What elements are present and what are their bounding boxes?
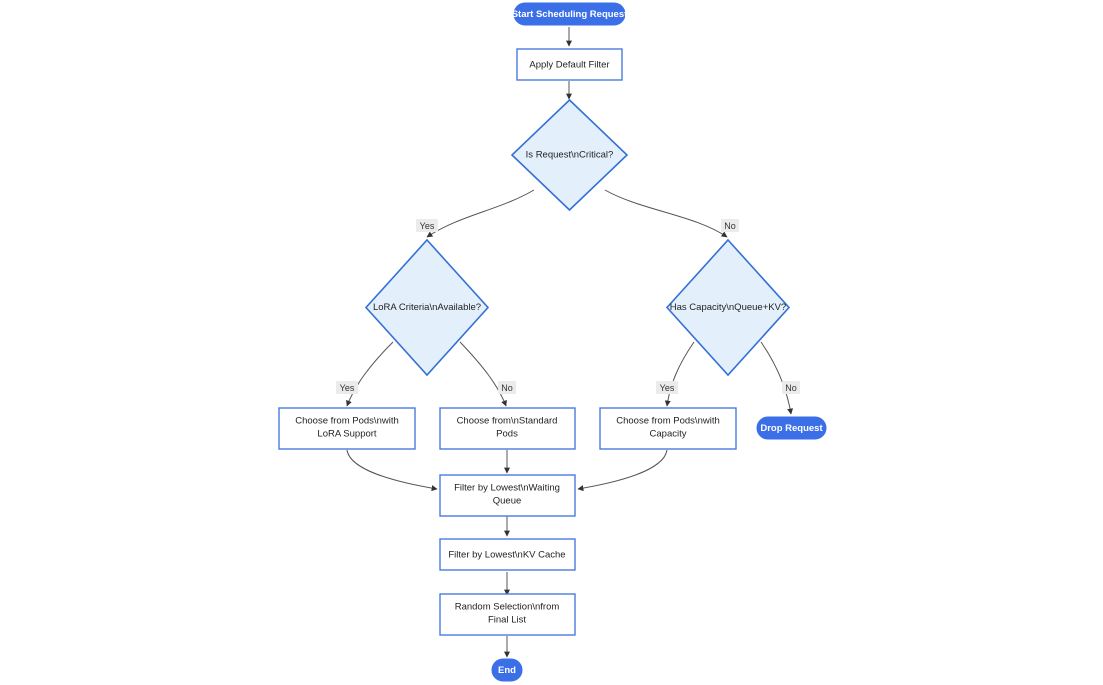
node-choose-capacity-pods-label-line1: Choose from Pods\nwith bbox=[616, 416, 720, 427]
node-filter-waiting-queue-label-line1: Filter by Lowest\nWaiting bbox=[454, 483, 560, 494]
node-random-selection-shape[interactable] bbox=[439, 593, 576, 636]
node-choose-lora-pods-label-line2: LoRA Support bbox=[317, 429, 377, 440]
node-filter-waiting-queue-shape[interactable] bbox=[439, 474, 576, 517]
node-start-shape[interactable] bbox=[513, 2, 626, 26]
node-random-selection[interactable]: Random Selection\nfrom Final List bbox=[439, 593, 576, 636]
edge-label-lora-no: No bbox=[498, 381, 516, 394]
node-drop-request-shape[interactable] bbox=[756, 416, 827, 440]
node-choose-lora-pods-shape[interactable] bbox=[278, 407, 416, 450]
node-apply-default-filter[interactable]: Apply Default Filter bbox=[516, 48, 623, 81]
edge-is-critical-no-to-capacity bbox=[604, 189, 728, 238]
edge-label-capacity-no-text: No bbox=[785, 383, 797, 393]
node-filter-kv-cache[interactable]: Filter by Lowest\nKV Cache bbox=[439, 538, 576, 571]
node-choose-capacity-pods-label-line2: Capacity bbox=[650, 429, 687, 440]
node-choose-standard-pods[interactable]: Choose from\nStandard Pods bbox=[439, 407, 576, 450]
edge-label-critical-no-text: No bbox=[724, 221, 736, 231]
node-apply-default-filter-label: Apply Default Filter bbox=[529, 60, 609, 71]
node-start-label: Start Scheduling Request bbox=[512, 9, 628, 20]
node-drop-request-label: Drop Request bbox=[760, 423, 823, 434]
edge-label-lora-yes: Yes bbox=[336, 381, 358, 394]
node-choose-lora-pods-label-line1: Choose from Pods\nwith bbox=[295, 416, 399, 427]
node-is-request-critical-shape[interactable] bbox=[510, 98, 629, 212]
node-has-capacity[interactable]: Has Capacity\nQueue+KV? bbox=[665, 238, 791, 377]
node-has-capacity-label: Has Capacity\nQueue+KV? bbox=[670, 302, 786, 313]
node-choose-lora-pods[interactable]: Choose from Pods\nwith LoRA Support bbox=[278, 407, 416, 450]
edge-label-critical-yes: Yes bbox=[416, 219, 438, 232]
node-filter-waiting-queue-label-line2: Queue bbox=[493, 496, 522, 507]
edge-label-lora-no-text: No bbox=[501, 383, 513, 393]
edge-label-critical-yes-text: Yes bbox=[420, 221, 435, 231]
edge-label-capacity-yes-text: Yes bbox=[660, 383, 675, 393]
node-choose-standard-pods-label-line2: Pods bbox=[496, 429, 518, 440]
node-end-shape[interactable] bbox=[491, 658, 523, 682]
edge-label-critical-no: No bbox=[721, 219, 739, 232]
edge-label-lora-yes-text: Yes bbox=[340, 383, 355, 393]
edge-choose-lora-pods-to-filter-waiting-queue bbox=[346, 449, 438, 492]
edge-capacity-no-to-drop-request bbox=[760, 341, 794, 415]
edge-lora-no-to-choose-standard-pods bbox=[459, 341, 507, 407]
edge-choose-capacity-pods-to-filter-waiting-queue bbox=[577, 449, 668, 492]
node-end-label: End bbox=[498, 665, 516, 676]
node-lora-criteria-available[interactable]: LoRA Criteria\nAvailable? bbox=[364, 238, 490, 377]
node-is-request-critical[interactable]: Is Request\nCritical? bbox=[510, 98, 629, 212]
edge-label-capacity-no: No bbox=[782, 381, 800, 394]
edge-label-layer: Yes No Yes No Yes No bbox=[336, 219, 800, 394]
node-choose-capacity-pods-shape[interactable] bbox=[599, 407, 737, 450]
node-end[interactable]: End bbox=[491, 658, 523, 682]
node-choose-standard-pods-label-line1: Choose from\nStandard bbox=[457, 416, 558, 427]
node-is-request-critical-label: Is Request\nCritical? bbox=[526, 150, 614, 161]
node-drop-request[interactable]: Drop Request bbox=[756, 416, 827, 440]
node-random-selection-label-line1: Random Selection\nfrom bbox=[455, 602, 560, 613]
node-choose-standard-pods-shape[interactable] bbox=[439, 407, 576, 450]
node-has-capacity-shape[interactable] bbox=[665, 238, 791, 377]
node-choose-capacity-pods[interactable]: Choose from Pods\nwith Capacity bbox=[599, 407, 737, 450]
node-filter-waiting-queue[interactable]: Filter by Lowest\nWaiting Queue bbox=[439, 474, 576, 517]
node-apply-default-filter-shape[interactable] bbox=[516, 48, 623, 81]
node-filter-kv-cache-label: Filter by Lowest\nKV Cache bbox=[448, 550, 565, 561]
node-lora-criteria-available-label: LoRA Criteria\nAvailable? bbox=[373, 302, 481, 313]
edge-layer bbox=[346, 27, 794, 658]
edge-is-critical-yes-to-lora bbox=[426, 189, 535, 238]
node-start[interactable]: Start Scheduling Request bbox=[512, 2, 628, 26]
edge-capacity-yes-to-choose-capacity-pods bbox=[664, 341, 695, 407]
node-random-selection-label-line2: Final List bbox=[488, 615, 526, 626]
edge-label-capacity-yes: Yes bbox=[656, 381, 678, 394]
edge-lora-yes-to-choose-lora-pods bbox=[346, 341, 394, 407]
node-lora-criteria-available-shape[interactable] bbox=[364, 238, 490, 377]
node-filter-kv-cache-shape[interactable] bbox=[439, 538, 576, 571]
